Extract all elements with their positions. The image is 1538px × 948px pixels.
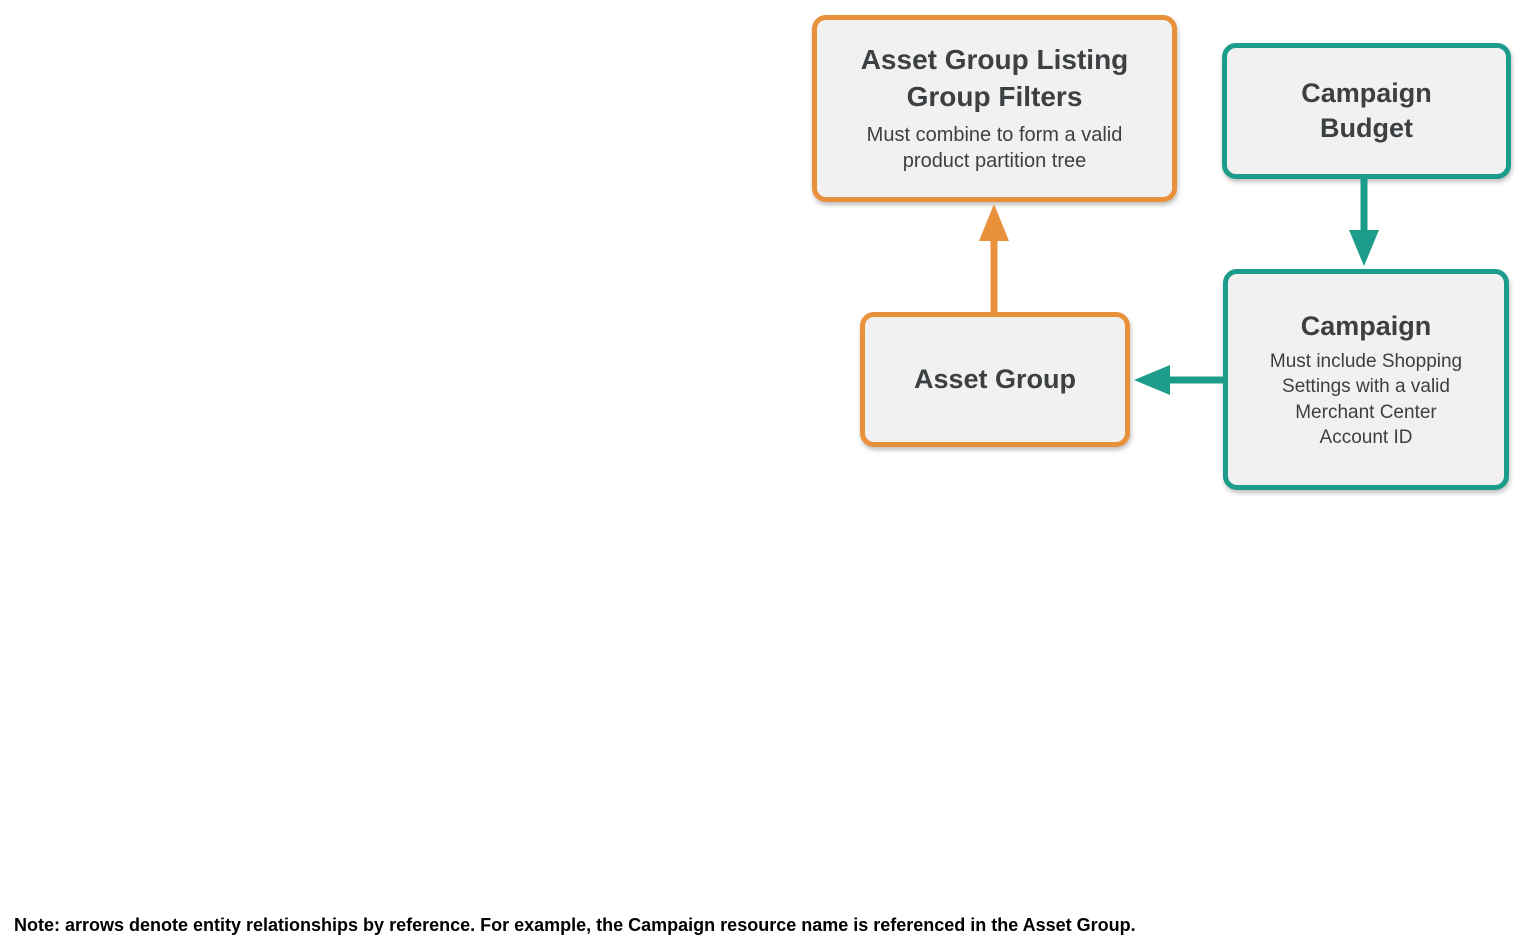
node-subtitle: Must include Shopping Settings with a va…	[1269, 351, 1463, 448]
node-campaign: Campaign Must include Shopping Settings …	[1223, 269, 1509, 490]
arrowhead-up-icon	[979, 204, 1009, 241]
arrowhead-down-icon	[1349, 230, 1379, 266]
node-asset-group-listing-group-filters: Asset Group Listing Group Filters Must c…	[812, 15, 1177, 202]
node-campaign-budget: Campaign Budget	[1222, 43, 1511, 179]
node-title: Campaign	[1300, 311, 1432, 342]
arrowhead-left-icon	[1134, 365, 1170, 395]
node-title: Campaign Budget	[1301, 77, 1432, 143]
node-asset-group: Asset Group	[860, 312, 1130, 447]
node-subtitle: Must combine to form a valid product par…	[866, 124, 1123, 173]
arrow-campaign-budget-to-campaign	[1349, 179, 1379, 266]
arrow-asset-group-to-listing-group-filters	[979, 204, 1009, 312]
node-title: Asset Group Listing Group Filters	[860, 44, 1129, 112]
node-title: Asset Group	[913, 363, 1077, 394]
footnote: Note: arrows denote entity relationships…	[14, 915, 1136, 935]
arrow-campaign-to-asset-group	[1134, 365, 1223, 395]
